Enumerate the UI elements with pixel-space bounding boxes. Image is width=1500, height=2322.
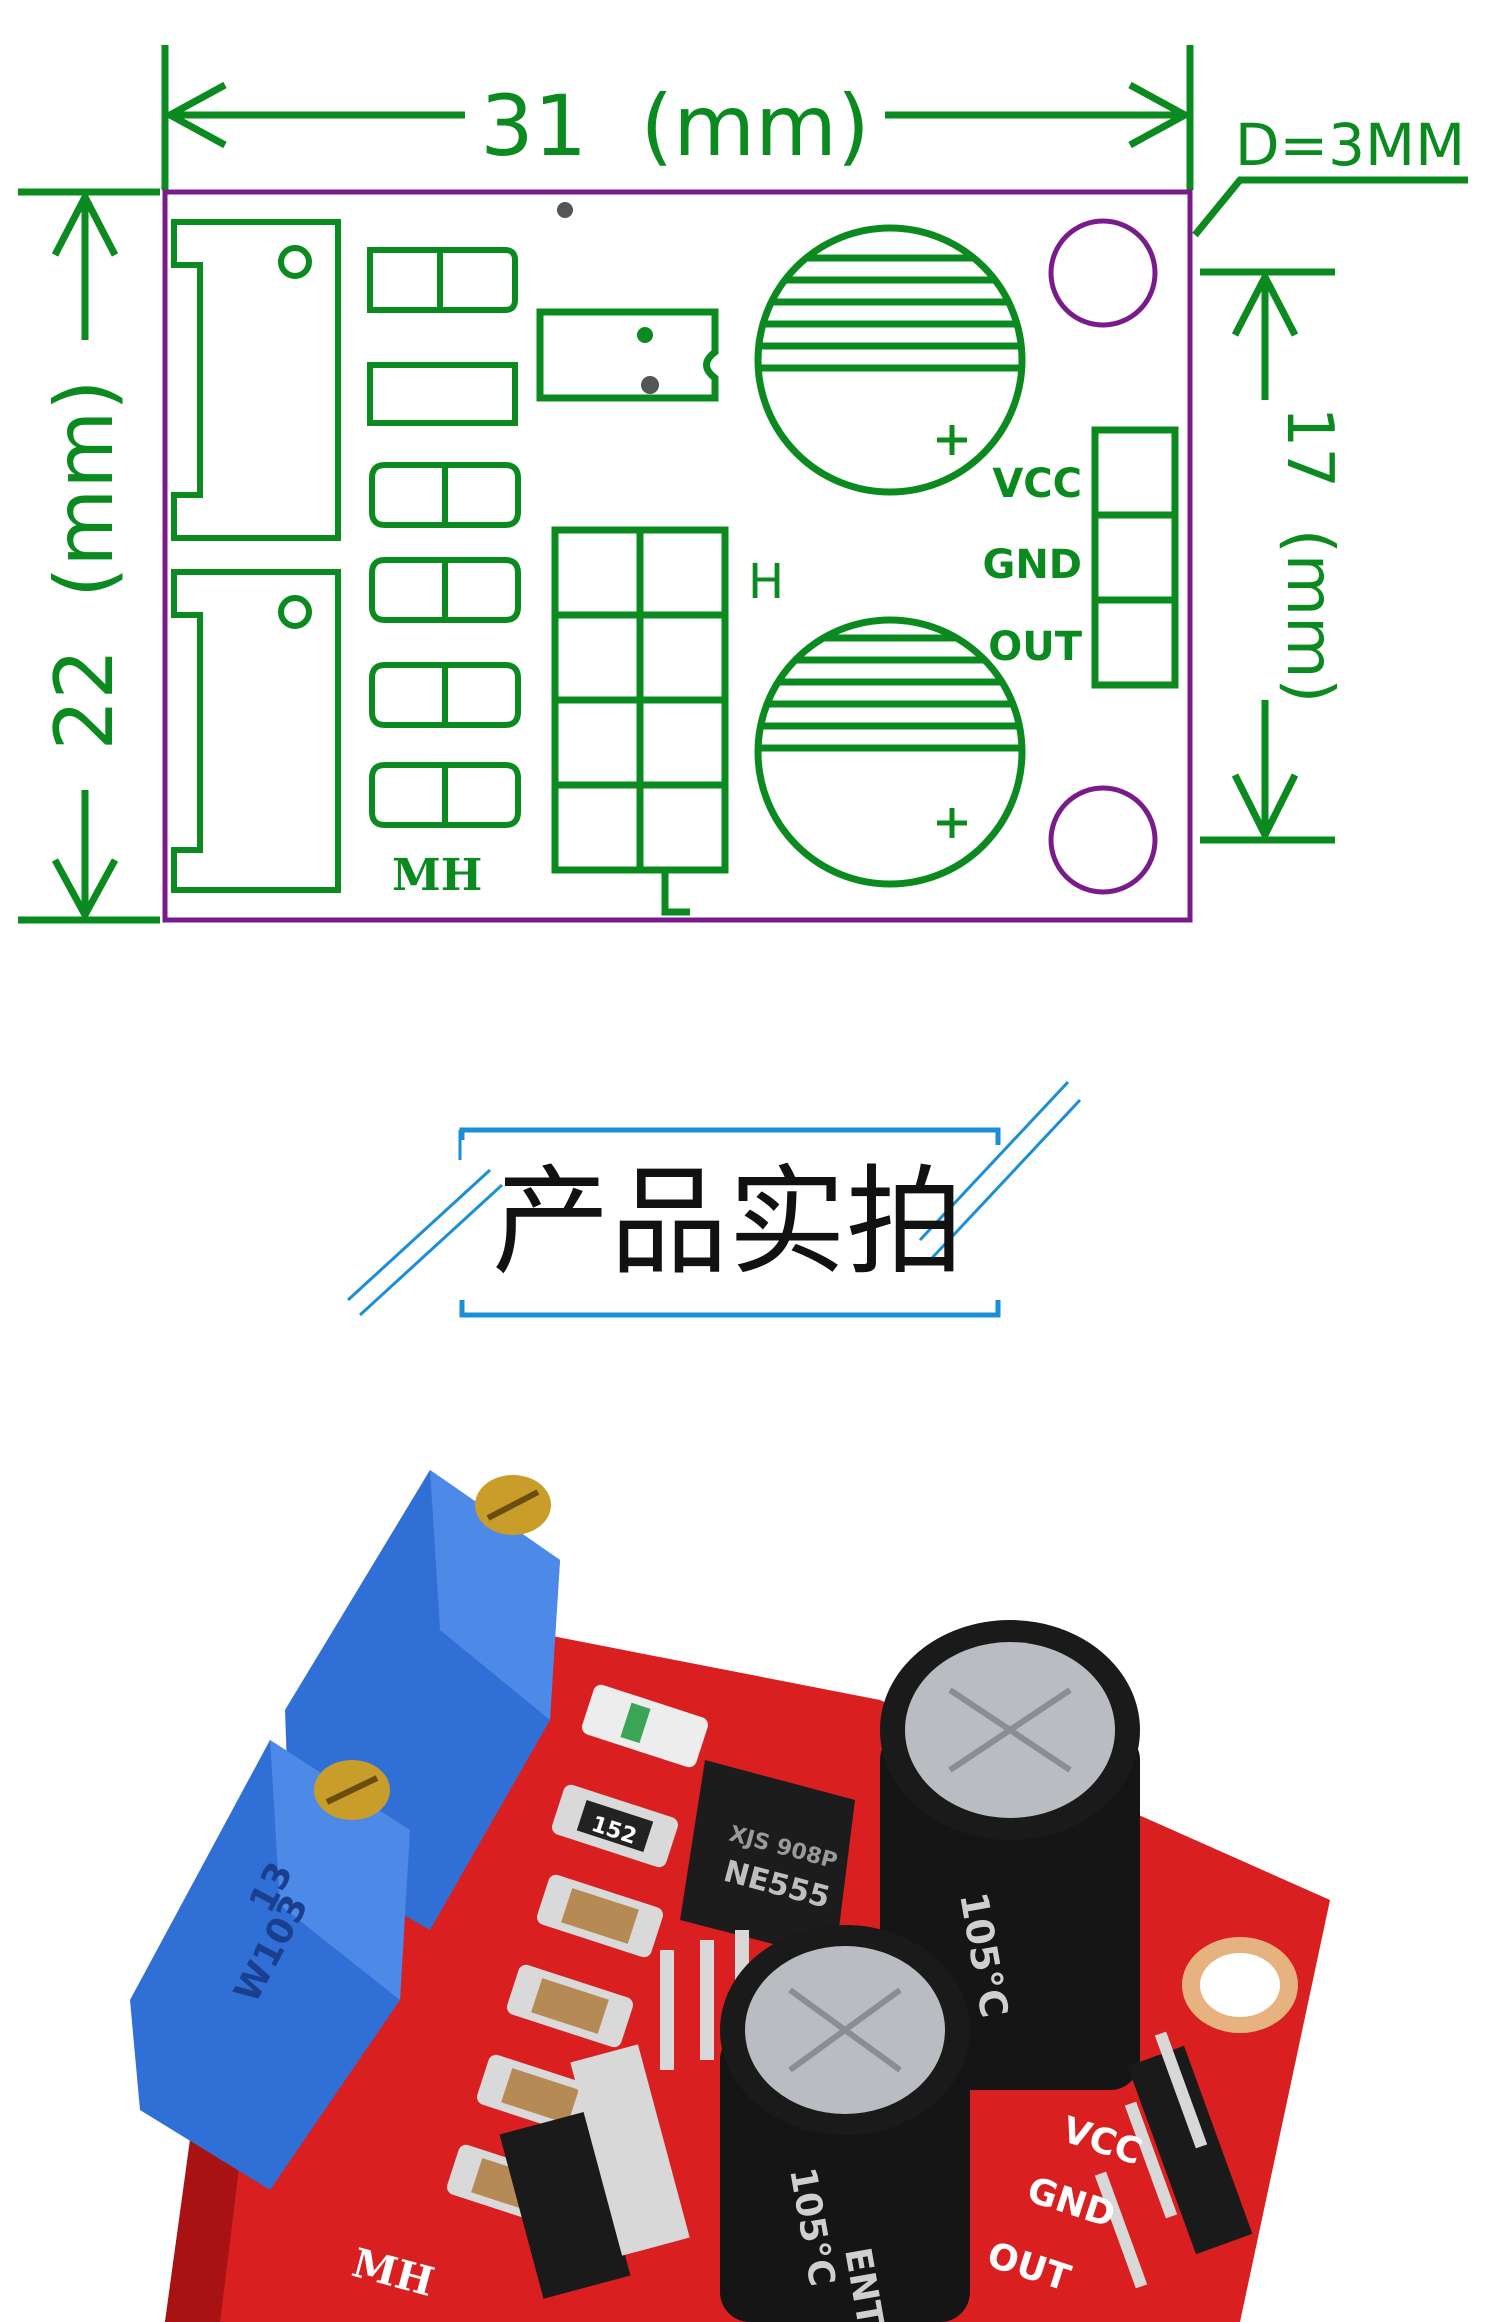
output-header-photo (1094, 2031, 1253, 2289)
passive-pads (367, 247, 521, 828)
pin-label-vcc: VCC (992, 461, 1082, 507)
capacitor-footprints (754, 224, 1026, 888)
board-outline (162, 189, 1193, 923)
trimpot-photo-bottom: 13 W103 (130, 1740, 410, 2190)
pin-label-gnd: GND (982, 542, 1082, 588)
width-dimension-label: 31 (mm) (480, 77, 869, 175)
section-title: 产品实拍 (492, 1153, 964, 1291)
product-photo: 13 W103 152 NE555 XJS 908P (130, 1470, 1330, 2322)
smd-parts-photo: 152 (446, 1684, 709, 2228)
jumper-high-label: H (748, 554, 784, 610)
height-dimension-label: 22 (mm) (38, 380, 131, 751)
output-header-footprint (1091, 426, 1179, 689)
hole-pitch-label: 17 (mm) (1272, 407, 1346, 704)
pin-label-out: OUT (988, 624, 1082, 670)
dimension-drawing (18, 45, 1468, 924)
hole-diameter-label: D=3MM (1235, 111, 1465, 179)
jumper-footprint (551, 526, 729, 916)
ic-footprint (536, 202, 719, 402)
mounting-holes (1048, 218, 1158, 895)
mode-label-drawing: MH (392, 850, 482, 901)
capacitor-photo-bottom: 105°C ENT (720, 1925, 970, 2322)
section-title-frame (346, 1080, 1082, 1318)
trimpot-footprints (171, 219, 341, 893)
ic-photo: NE555 XJS 908P (680, 1760, 855, 1960)
